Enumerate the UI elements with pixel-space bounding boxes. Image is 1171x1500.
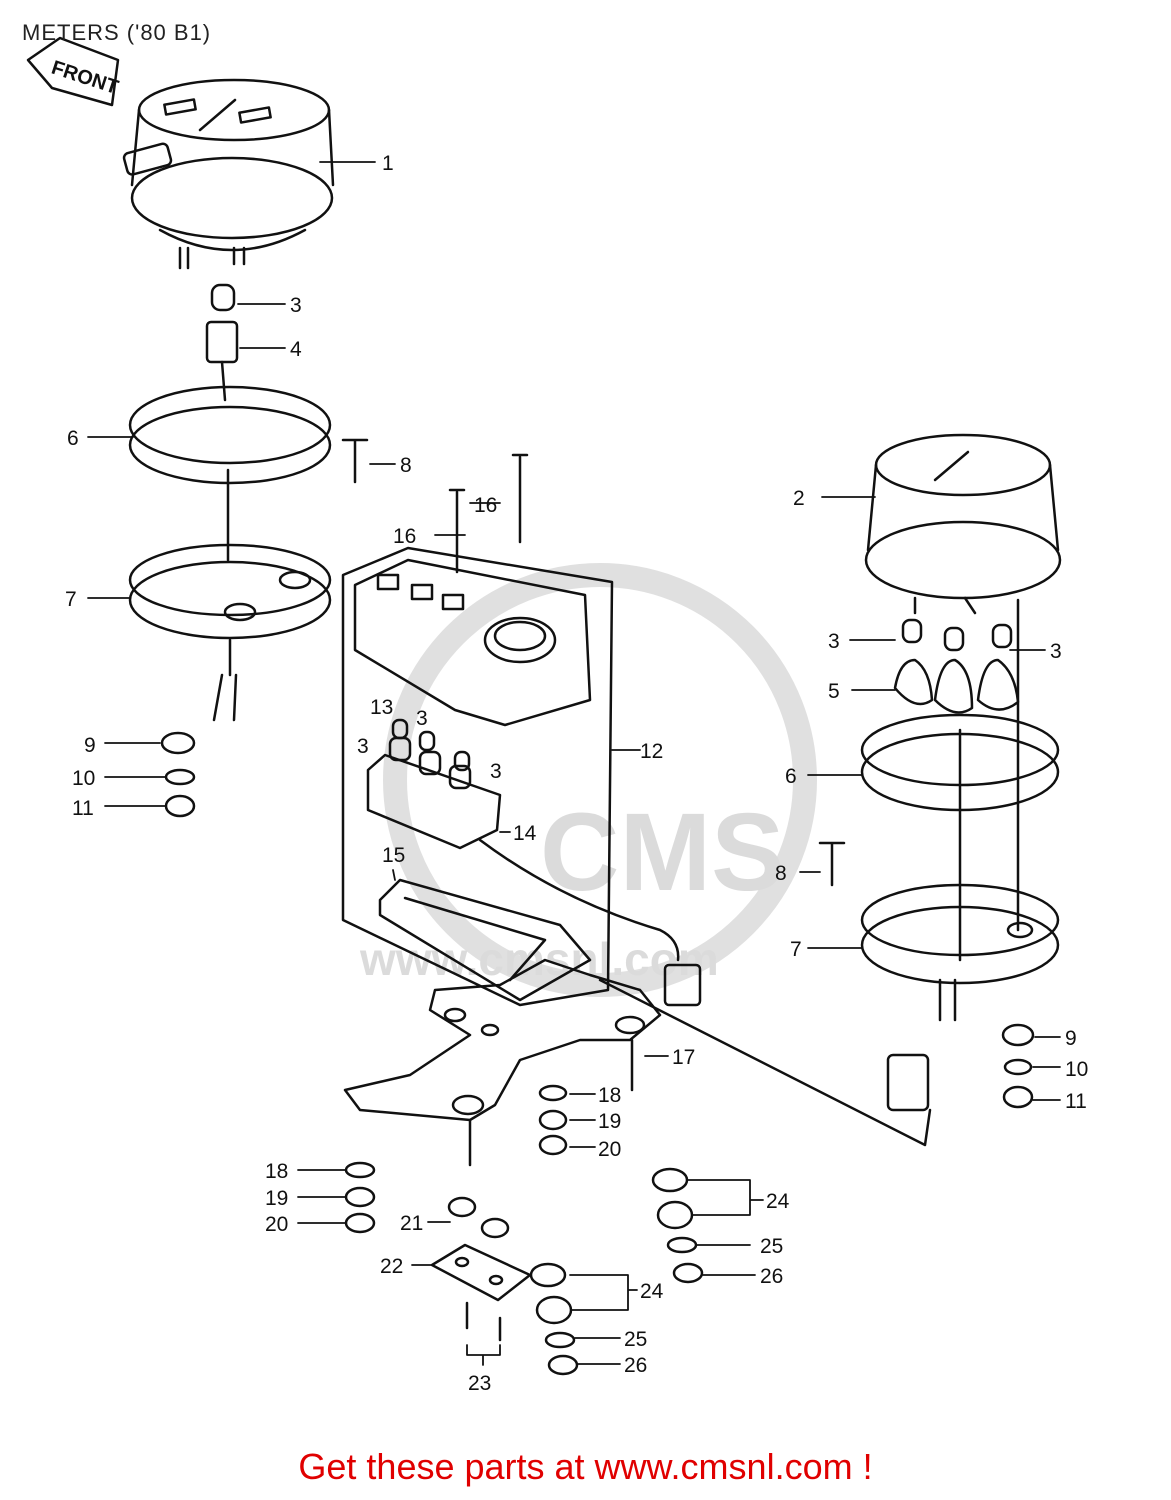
callout-20: 20 — [265, 1213, 288, 1236]
callout-9: 9 — [84, 734, 96, 757]
callout-labels: 1 3 4 6 8 16 16 2 7 3 3 5 13 3 3 3 12 9 … — [65, 152, 1088, 1395]
footer-parts-link[interactable]: Get these parts at www.cmsnl.com ! — [298, 1446, 873, 1487]
callout-26: 26 — [624, 1354, 647, 1377]
callout-1: 1 — [382, 152, 394, 175]
callout-3: 3 — [490, 760, 502, 783]
bolts-8 — [341, 438, 846, 887]
callout-15: 15 — [382, 844, 405, 867]
callout-25: 25 — [624, 1328, 647, 1351]
meter-cover-lower-left — [128, 468, 332, 722]
callout-24: 24 — [640, 1280, 664, 1303]
callout-3: 3 — [828, 630, 840, 653]
callout-10: 10 — [72, 767, 95, 790]
svg-text:CMS: CMS — [540, 791, 784, 914]
callout-24: 24 — [766, 1190, 790, 1213]
callout-16: 16 — [474, 494, 497, 517]
meter-mounting-bracket — [343, 958, 662, 1167]
callout-3: 3 — [1050, 640, 1062, 663]
bulbs-right — [893, 618, 1020, 714]
nuts-21 — [447, 1196, 510, 1239]
callout-16: 16 — [393, 525, 416, 548]
callout-21: 21 — [400, 1212, 423, 1235]
harness-wire — [598, 978, 932, 1147]
bulb-left — [205, 283, 239, 402]
callout-18: 18 — [598, 1084, 621, 1107]
callout-22: 22 — [380, 1255, 403, 1278]
socket-assembly — [366, 718, 702, 1007]
callout-5: 5 — [828, 680, 840, 703]
screws-23 — [465, 1301, 502, 1342]
speedometer — [122, 78, 335, 270]
callout-19: 19 — [598, 1110, 621, 1133]
callout-4: 4 — [290, 338, 302, 361]
callout-7: 7 — [65, 588, 77, 611]
callout-10: 10 — [1065, 1058, 1088, 1081]
callout-9: 9 — [1065, 1027, 1077, 1050]
nuts-left — [160, 731, 196, 818]
front-arrow-tag: FRONT — [26, 36, 121, 107]
callout-17: 17 — [672, 1046, 695, 1069]
callout-19: 19 — [265, 1187, 288, 1210]
callout-26: 26 — [760, 1265, 783, 1288]
callout-13: 13 — [370, 696, 393, 719]
plate-22 — [430, 1243, 532, 1302]
meter-cover-upper-left — [128, 385, 332, 485]
tachometer — [864, 433, 1062, 615]
washer-nut-stack-center — [538, 1084, 568, 1156]
leader-lines — [87, 161, 1061, 1366]
callout-3: 3 — [416, 707, 428, 730]
callout-11: 11 — [1065, 1090, 1087, 1113]
callout-12: 12 — [640, 740, 663, 763]
dampers-right — [651, 1167, 704, 1284]
callout-6: 6 — [67, 427, 79, 450]
svg-text:www.cmsnl.com: www.cmsnl.com — [359, 933, 719, 985]
callout-3: 3 — [357, 735, 369, 758]
callout-6: 6 — [785, 765, 797, 788]
cms-watermark: CMS www.cmsnl.com — [359, 563, 817, 997]
indicator-housing — [353, 558, 592, 727]
washer-nut-stack-left — [344, 1161, 376, 1234]
bolts-16 — [448, 453, 529, 574]
callout-11: 11 — [72, 797, 94, 820]
callout-8: 8 — [400, 454, 412, 477]
meter-cover-lower-right — [860, 598, 1060, 1112]
callout-8: 8 — [775, 862, 787, 885]
nuts-right — [1001, 1023, 1035, 1109]
callout-18: 18 — [265, 1160, 288, 1183]
indicator-bracket — [378, 878, 592, 1002]
callout-3: 3 — [290, 294, 302, 317]
callout-14: 14 — [513, 822, 537, 845]
callout-2: 2 — [793, 487, 805, 510]
callout-20: 20 — [598, 1138, 621, 1161]
callout-23: 23 — [468, 1372, 491, 1395]
callout-25: 25 — [760, 1235, 783, 1258]
callout-7: 7 — [790, 938, 802, 961]
meter-housing-panel — [341, 546, 614, 1007]
dampers-center — [529, 1262, 579, 1376]
diagram-title: METERS ('80 B1) — [22, 20, 212, 45]
